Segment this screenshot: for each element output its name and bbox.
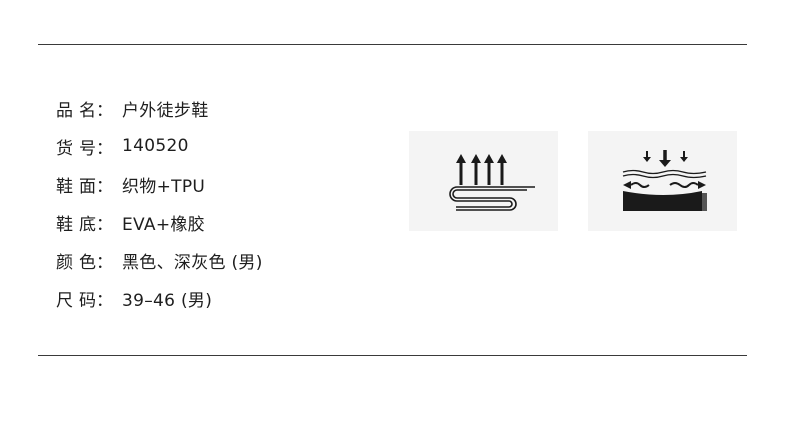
spec-value: EVA+橡胶 <box>122 214 205 235</box>
spec-value: 39–46 (男) <box>122 290 213 311</box>
spec-value: 140520 <box>122 136 189 156</box>
spec-row-size: 尺码： 39–46 (男) <box>56 279 263 317</box>
spec-label: 鞋面： <box>56 176 113 197</box>
bottom-divider <box>38 355 747 356</box>
spec-row-sole: 鞋底： EVA+橡胶 <box>56 203 263 241</box>
top-divider <box>38 44 747 45</box>
cushioning-sole-icon <box>622 150 707 211</box>
spec-row-item-number: 货号： 140520 <box>56 127 263 165</box>
breathable-feature-box <box>409 131 558 231</box>
spec-value: 织物+TPU <box>122 176 206 197</box>
spec-value: 户外徒步鞋 <box>122 100 209 121</box>
spec-label: 尺码： <box>56 290 113 311</box>
spec-label: 品名： <box>56 100 113 121</box>
cushioning-feature-box <box>588 131 737 231</box>
spec-label: 货号： <box>56 138 113 159</box>
spec-label: 颜色： <box>56 252 113 273</box>
spec-label: 鞋底： <box>56 214 113 235</box>
spec-row-color: 颜色： 黑色、深灰色 (男) <box>56 241 263 279</box>
spec-row-upper: 鞋面： 织物+TPU <box>56 165 263 203</box>
spec-row-name: 品名： 户外徒步鞋 <box>56 89 263 127</box>
breathable-arrows-icon <box>449 154 535 211</box>
spec-list: 品名： 户外徒步鞋 货号： 140520 鞋面： 织物+TPU 鞋底： EVA+… <box>56 89 263 317</box>
spec-value: 黑色、深灰色 (男) <box>122 252 263 273</box>
